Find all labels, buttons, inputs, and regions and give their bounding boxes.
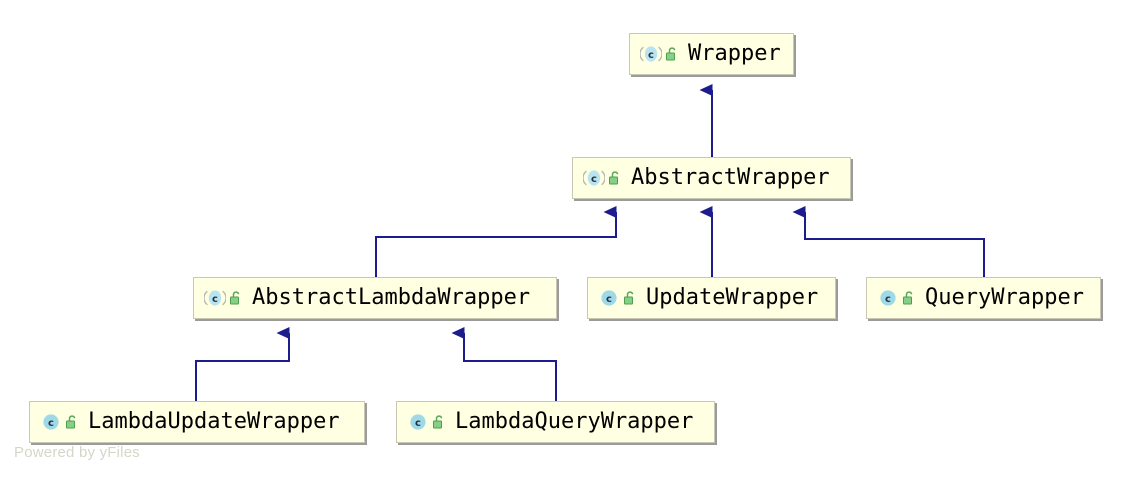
class-node-query-wrapper[interactable]: c QueryWrapper — [866, 277, 1101, 319]
class-node-wrapper[interactable]: c Wrapper — [629, 33, 794, 75]
class-icon: c — [410, 414, 426, 430]
edge-querywrapper-to-abstractwrapper — [792, 206, 985, 277]
edge-lambdaquerywrapper-to-abstractlambdawrapper — [451, 327, 557, 401]
public-lock-icon — [624, 291, 634, 305]
public-lock-icon — [666, 47, 676, 61]
yfiles-watermark: Powered by yFiles — [14, 444, 140, 461]
public-lock-icon — [903, 291, 913, 305]
abstract-class-icon: c — [583, 170, 605, 186]
class-name-label: QueryWrapper — [925, 285, 1084, 310]
class-name-label: LambdaQueryWrapper — [455, 409, 694, 434]
svg-text:c: c — [606, 294, 612, 305]
class-node-abstract-wrapper[interactable]: c AbstractWrapper — [572, 157, 851, 199]
public-lock-icon — [609, 171, 619, 185]
public-lock-icon — [230, 291, 240, 305]
node-icon-group: c — [407, 413, 445, 431]
svg-text:c: c — [648, 50, 654, 61]
class-node-lambda-query-wrapper[interactable]: c LambdaQueryWrapper — [396, 401, 715, 443]
svg-text:c: c — [48, 418, 54, 429]
public-lock-icon — [433, 415, 443, 429]
class-name-label: Wrapper — [688, 41, 781, 66]
class-icon: c — [43, 414, 59, 430]
class-name-label: AbstractLambdaWrapper — [252, 285, 531, 310]
svg-text:c: c — [885, 294, 891, 305]
class-icon: c — [880, 290, 896, 306]
edge-lambdaupdatewrapper-to-abstractlambdawrapper — [195, 327, 290, 401]
class-name-label: UpdateWrapper — [646, 285, 819, 310]
edge-abstractlambdawrapper-to-abstractwrapper — [375, 206, 617, 277]
node-icon-group: c — [877, 289, 915, 307]
abstract-class-icon: c — [640, 46, 662, 62]
class-node-update-wrapper[interactable]: c UpdateWrapper — [587, 277, 836, 319]
abstract-class-icon: c — [204, 290, 226, 306]
node-icon-group: c — [40, 413, 78, 431]
svg-text:c: c — [212, 294, 218, 305]
public-lock-icon — [66, 415, 76, 429]
node-icon-group: c — [598, 289, 636, 307]
node-icon-group: c — [204, 289, 242, 307]
node-icon-group: c — [583, 169, 621, 187]
class-name-label: AbstractWrapper — [631, 165, 830, 190]
node-icon-group: c — [640, 45, 678, 63]
svg-text:c: c — [591, 174, 597, 185]
svg-text:c: c — [415, 418, 421, 429]
class-node-lambda-update-wrapper[interactable]: c LambdaUpdateWrapper — [29, 401, 365, 443]
class-node-abstract-lambda-wrapper[interactable]: c AbstractLambdaWrapper — [193, 277, 557, 319]
class-icon: c — [601, 290, 617, 306]
class-name-label: LambdaUpdateWrapper — [88, 409, 340, 434]
